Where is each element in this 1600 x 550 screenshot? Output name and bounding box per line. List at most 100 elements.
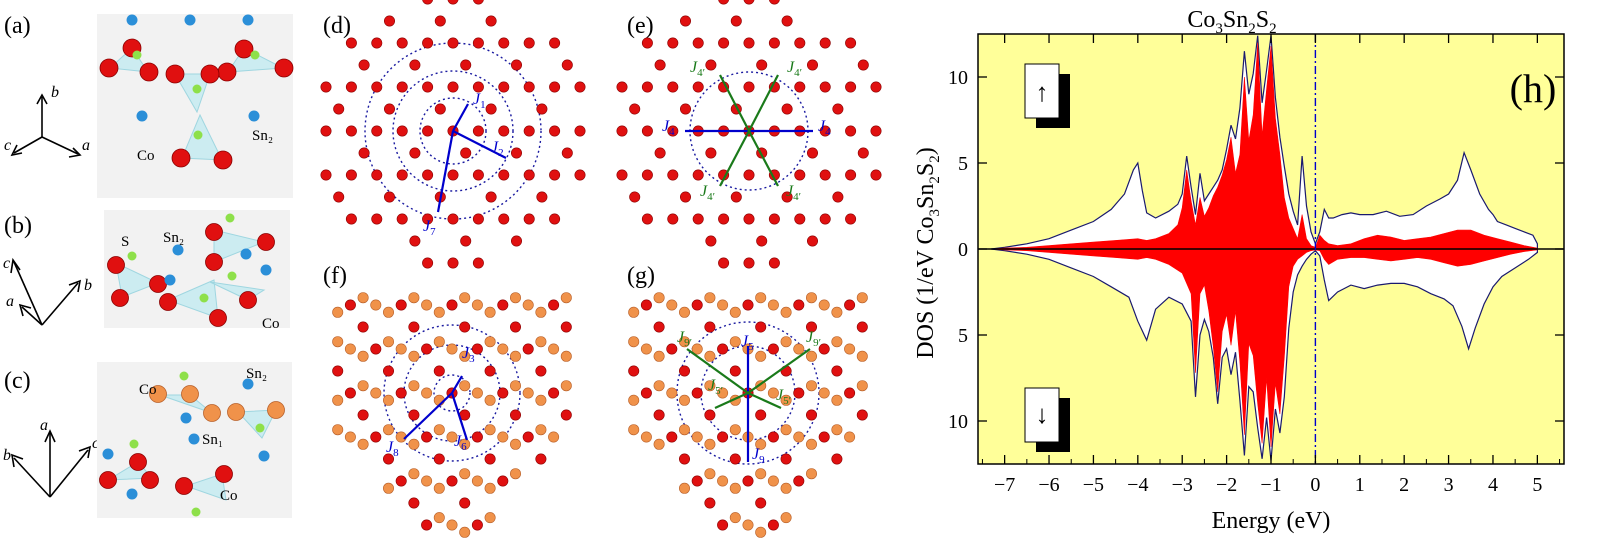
co-atom (536, 103, 548, 115)
co-atom (756, 235, 768, 247)
co-atom (616, 125, 628, 137)
axes-triad-a (10, 93, 82, 158)
co-atoms-b (107, 223, 275, 327)
co-atom (692, 81, 704, 93)
co-atom (819, 81, 831, 93)
co-atom (857, 147, 869, 159)
x-tick-label: −4 (1127, 474, 1148, 496)
partial-dos-down (991, 248, 1538, 447)
coupling-labels-g: J5 J9 J9′ J9′ J5′ J5′ (677, 329, 821, 466)
co-atom (678, 365, 690, 377)
co-atom (729, 512, 741, 524)
axis-c-label: c (4, 137, 11, 154)
co-atom (382, 482, 394, 494)
co-atom (856, 380, 868, 392)
co-atom (718, 213, 730, 225)
co-atom (422, 213, 434, 225)
co-atom (667, 37, 679, 49)
co-atom (755, 526, 767, 538)
coupling-label-j8: J8 (386, 439, 399, 459)
coupling-label-j6: J6 (454, 433, 467, 453)
co-atom (560, 321, 572, 333)
coupling-label-j1: J1 (473, 91, 486, 111)
co-atom (755, 438, 767, 450)
co-atom (535, 424, 547, 436)
co-atom (768, 0, 780, 5)
co-atom (382, 306, 394, 318)
co-atom (383, 15, 395, 27)
neighbor-shell-1 (433, 374, 471, 412)
co-atom (535, 365, 547, 377)
co-atom (818, 387, 830, 399)
co-atom (523, 125, 535, 137)
co-atom (831, 453, 843, 465)
co-atom (484, 424, 496, 436)
co-atom (395, 475, 407, 487)
co-atom (523, 213, 535, 225)
co-atom (870, 169, 882, 181)
co-atom (509, 468, 521, 480)
co-atom (844, 299, 856, 311)
co-atom (755, 292, 767, 304)
co-atom (794, 169, 806, 181)
co-atom (704, 292, 716, 304)
co-atom (818, 299, 830, 311)
atom-label-sn2-c: Sn₂ (246, 366, 267, 382)
co-atom (678, 336, 690, 348)
co-atom (408, 409, 420, 421)
panel-c: (c) a c b Co Sn₂ Sn₁ Co (3, 362, 292, 518)
co-atom (510, 235, 522, 247)
co-atom (370, 343, 382, 355)
coupling-label-j7: J7 (423, 218, 436, 238)
co-atom (729, 453, 741, 465)
co-atom (691, 299, 703, 311)
co-atom (498, 169, 510, 181)
co-atom (497, 387, 509, 399)
co-atom (692, 169, 704, 181)
co-atom (856, 321, 868, 333)
co-atom (743, 37, 755, 49)
co-atom (523, 81, 535, 93)
co-atom (472, 213, 484, 225)
co-atom (678, 453, 690, 465)
co-atom (522, 387, 534, 399)
co-atom (729, 365, 741, 377)
co-atom (845, 81, 857, 93)
co-atom (628, 306, 640, 318)
co-atom (667, 213, 679, 225)
co-atom (485, 15, 497, 27)
panel-d-label: (d) (323, 13, 351, 39)
co-atom (408, 380, 420, 392)
co-atom (484, 336, 496, 348)
co-atom (691, 387, 703, 399)
co-atom (434, 103, 446, 115)
co-atom (422, 0, 434, 5)
co-atom (653, 350, 665, 362)
co-atom (509, 380, 521, 392)
co-atom (497, 299, 509, 311)
co-atom (653, 321, 665, 333)
co-atom (780, 482, 792, 494)
spin-down-arrow-icon: ↓ (1036, 400, 1049, 429)
bond-j8 (403, 392, 453, 440)
axes-triad-b (10, 257, 82, 326)
co-atom (794, 213, 806, 225)
co-atom (805, 438, 817, 450)
co-atom (396, 213, 408, 225)
co-atom (704, 409, 716, 421)
co-atom (408, 350, 420, 362)
co-atom (433, 424, 445, 436)
panel-b: (b) c b a S Sn₂ Co (3, 210, 290, 332)
bond-j5-prime (747, 391, 782, 410)
co-atom (793, 387, 805, 399)
co-atom (767, 387, 779, 399)
sn-atoms-c (102, 378, 270, 500)
co-atom (509, 409, 521, 421)
co-atom (560, 409, 572, 421)
bond-j1 (452, 103, 469, 132)
co-atom (794, 81, 806, 93)
co-atom (767, 519, 779, 531)
co-atom (845, 169, 857, 181)
panel-f: (f) (323, 263, 572, 538)
co-atom (422, 125, 434, 137)
